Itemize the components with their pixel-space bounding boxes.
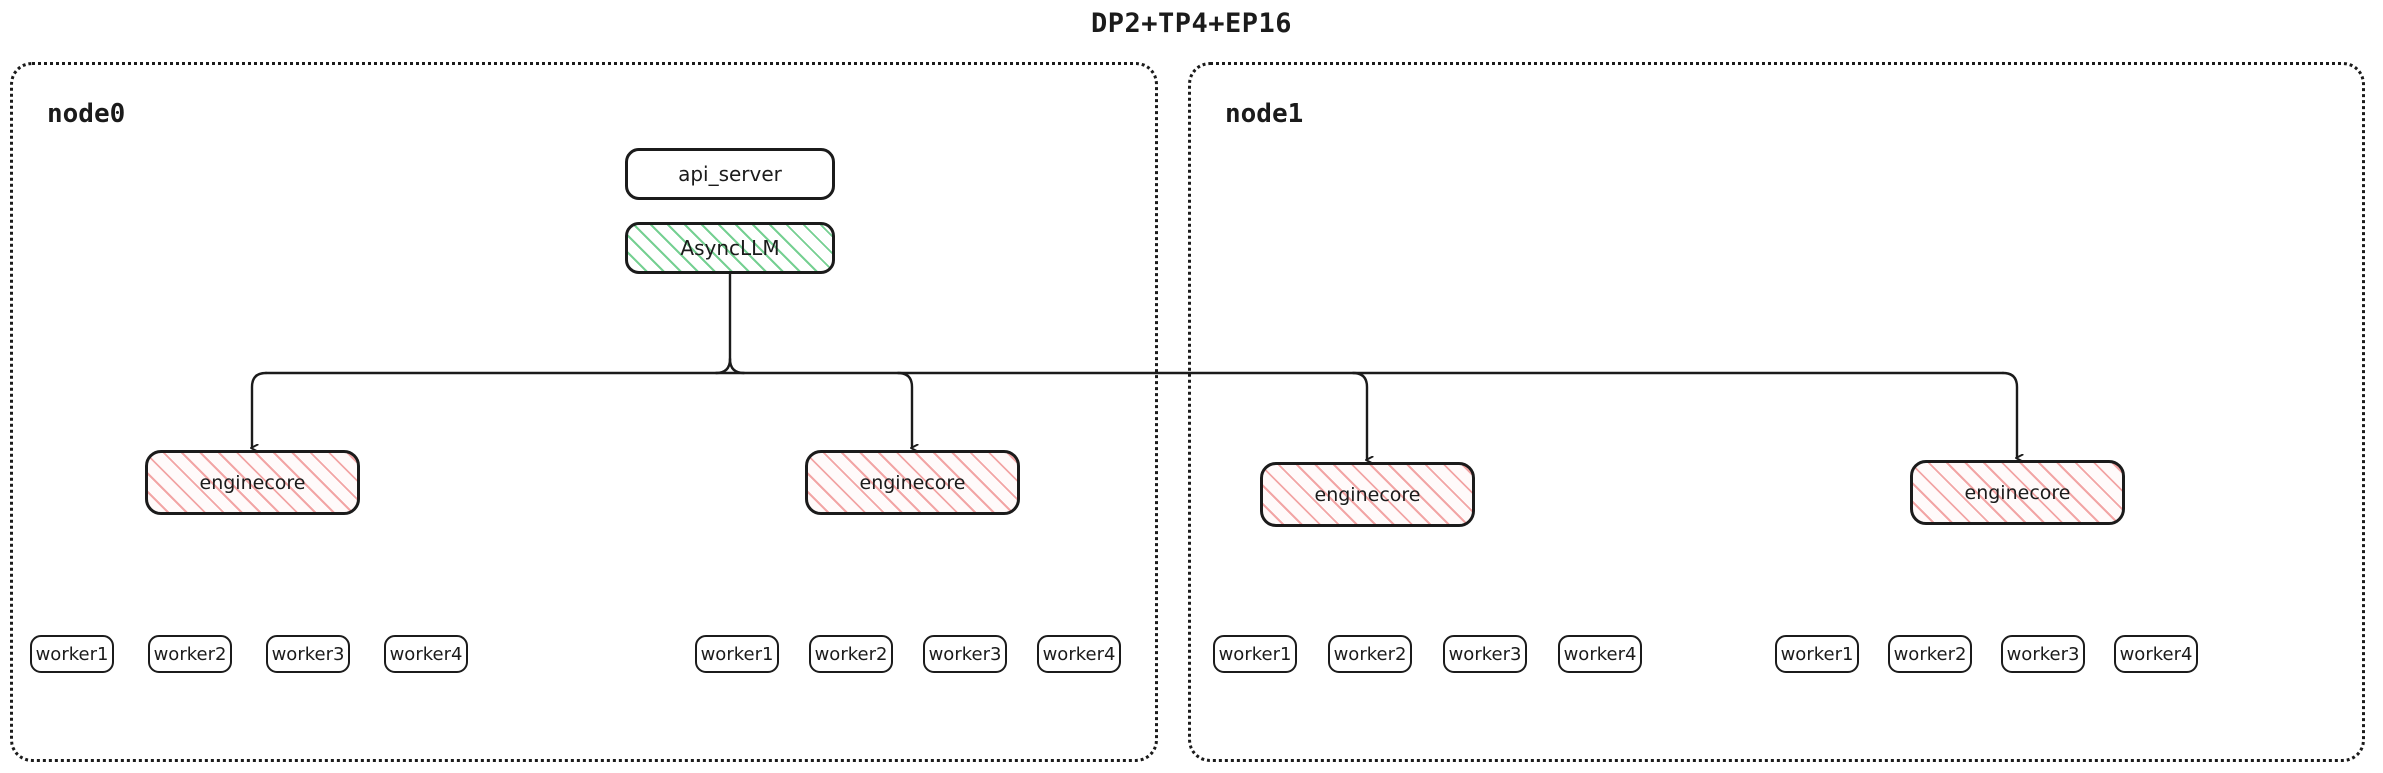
worker-box[interactable]: worker2 [1888,635,1972,673]
worker-label: worker1 [35,643,109,665]
worker-label: worker3 [928,643,1002,665]
worker-box[interactable]: worker2 [1328,635,1412,673]
node-label-node1: node1 [1225,99,1304,129]
enginecore-label-0: enginecore [199,471,306,494]
worker-box[interactable]: worker3 [2001,635,2085,673]
worker-label: worker2 [1893,643,1967,665]
worker-box[interactable]: worker3 [1443,635,1527,673]
node-group-node1: node1 [1188,62,2365,762]
worker-label: worker2 [814,643,888,665]
worker-box[interactable]: worker3 [923,635,1007,673]
worker-box[interactable]: worker4 [2114,635,2198,673]
worker-label: worker2 [1333,643,1407,665]
asyncllm-box[interactable]: AsyncLLM [625,222,835,274]
worker-box[interactable]: worker4 [1558,635,1642,673]
worker-label: worker1 [1780,643,1854,665]
asyncllm-label: AsyncLLM [680,236,780,260]
enginecore-box-3[interactable]: enginecore [1910,460,2125,525]
page-title: DP2+TP4+EP16 [1090,8,1293,39]
worker-box[interactable]: worker2 [809,635,893,673]
worker-label: worker3 [2006,643,2080,665]
worker-box[interactable]: worker1 [30,635,114,673]
worker-label: worker3 [1448,643,1522,665]
enginecore-label-2: enginecore [1314,483,1421,506]
enginecore-label-1: enginecore [859,471,966,494]
enginecore-box-0[interactable]: enginecore [145,450,360,515]
enginecore-box-2[interactable]: enginecore [1260,462,1475,527]
node-label-node0: node0 [47,99,126,129]
worker-box[interactable]: worker1 [695,635,779,673]
api-server-label: api_server [678,162,782,186]
api-server-box[interactable]: api_server [625,148,835,200]
node-group-node0: node0 [10,62,1158,762]
worker-label: worker1 [1218,643,1292,665]
worker-label: worker4 [1042,643,1116,665]
worker-label: worker3 [271,643,345,665]
worker-label: worker4 [2119,643,2193,665]
worker-box[interactable]: worker1 [1213,635,1297,673]
worker-label: worker4 [389,643,463,665]
worker-box[interactable]: worker3 [266,635,350,673]
worker-box[interactable]: worker1 [1775,635,1859,673]
worker-label: worker4 [1563,643,1637,665]
enginecore-box-1[interactable]: enginecore [805,450,1020,515]
worker-box[interactable]: worker2 [148,635,232,673]
worker-label: worker2 [153,643,227,665]
worker-label: worker1 [700,643,774,665]
enginecore-label-3: enginecore [1964,481,2071,504]
worker-box[interactable]: worker4 [384,635,468,673]
worker-box[interactable]: worker4 [1037,635,1121,673]
